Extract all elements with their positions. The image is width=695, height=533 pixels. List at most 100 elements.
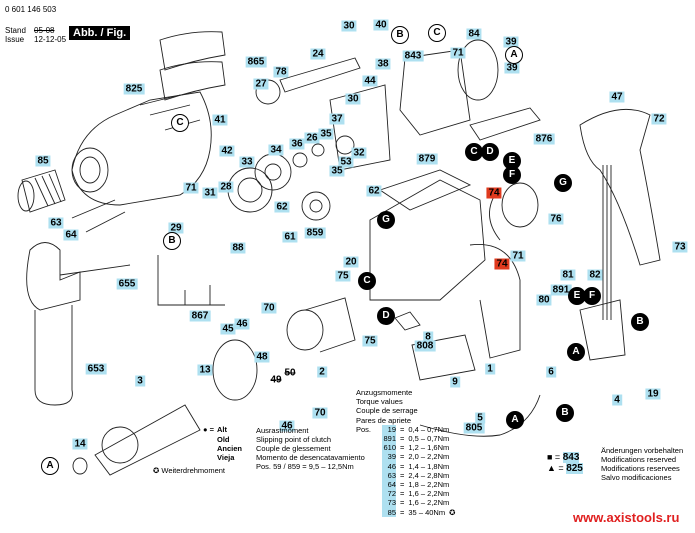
part-label[interactable]: 61 bbox=[282, 231, 298, 243]
part-label[interactable]: 8 bbox=[423, 331, 433, 343]
part-label[interactable]: 76 bbox=[548, 213, 564, 225]
callout-G[interactable]: G bbox=[377, 211, 395, 229]
part-label[interactable]: 70 bbox=[312, 407, 328, 419]
callout-D[interactable]: D bbox=[377, 307, 395, 325]
continued-torque-note: ✪ Weiterdrehmoment bbox=[153, 465, 225, 476]
part-label[interactable]: 808 bbox=[414, 340, 436, 352]
part-label[interactable]: 867 bbox=[189, 310, 211, 322]
part-label[interactable]: 78 bbox=[273, 66, 289, 78]
callout-A[interactable]: A bbox=[506, 411, 524, 429]
part-label[interactable]: 85 bbox=[35, 155, 51, 167]
callout-F[interactable]: F bbox=[583, 287, 601, 305]
part-label[interactable]: 32 bbox=[351, 147, 367, 159]
part-label[interactable]: 825 bbox=[123, 83, 145, 95]
part-label[interactable]: 843 bbox=[402, 50, 424, 62]
part-label[interactable]: 4 bbox=[612, 394, 622, 406]
part-label[interactable]: 39 bbox=[503, 36, 519, 48]
part-label[interactable]: 44 bbox=[362, 75, 378, 87]
callout-C[interactable]: C bbox=[428, 24, 446, 42]
part-label-highlight[interactable]: 74 bbox=[486, 187, 502, 199]
part-label[interactable]: 30 bbox=[345, 93, 361, 105]
torque-row: 891=0,5 – 0,7Nm bbox=[382, 434, 450, 444]
part-label[interactable]: 876 bbox=[533, 133, 555, 145]
stand-date: 05-08 bbox=[34, 26, 55, 35]
part-label[interactable]: 653 bbox=[85, 363, 107, 375]
part-label[interactable]: 72 bbox=[651, 113, 667, 125]
part-label[interactable]: 27 bbox=[253, 78, 269, 90]
callout-C[interactable]: C bbox=[358, 272, 376, 290]
part-label[interactable]: 71 bbox=[450, 47, 466, 59]
part-label[interactable]: 35 bbox=[318, 128, 334, 140]
part-label[interactable]: 71 bbox=[510, 250, 526, 262]
part-label[interactable]: 805 bbox=[463, 422, 485, 434]
callout-B[interactable]: B bbox=[631, 313, 649, 331]
part-label[interactable]: 70 bbox=[261, 302, 277, 314]
part-label[interactable]: 879 bbox=[416, 153, 438, 165]
callout-A[interactable]: A bbox=[41, 457, 59, 475]
part-label[interactable]: 2 bbox=[317, 366, 327, 378]
part-label[interactable]: 73 bbox=[672, 241, 688, 253]
part-label[interactable]: 63 bbox=[48, 217, 64, 229]
part-label[interactable]: 3 bbox=[135, 375, 145, 387]
callout-B[interactable]: B bbox=[391, 26, 409, 44]
part-label[interactable]: 13 bbox=[197, 364, 213, 376]
part-label[interactable]: 14 bbox=[72, 438, 88, 450]
part-label[interactable]: 84 bbox=[466, 28, 482, 40]
callout-F[interactable]: F bbox=[503, 166, 521, 184]
part-label[interactable]: 38 bbox=[375, 58, 391, 70]
part-label[interactable]: 53 bbox=[338, 156, 354, 168]
callout-A[interactable]: A bbox=[567, 343, 585, 361]
part-label[interactable]: 36 bbox=[289, 138, 305, 150]
part-label[interactable]: 26 bbox=[304, 132, 320, 144]
part-label[interactable]: 19 bbox=[645, 388, 661, 400]
part-label[interactable]: 24 bbox=[310, 48, 326, 60]
part-label[interactable]: 859 bbox=[304, 227, 326, 239]
part-label[interactable]: 47 bbox=[609, 91, 625, 103]
part-label[interactable]: 64 bbox=[63, 229, 79, 241]
part-label[interactable]: 42 bbox=[219, 145, 235, 157]
part-label[interactable]: 655 bbox=[116, 278, 138, 290]
part-label[interactable]: 6 bbox=[546, 366, 556, 378]
part-label[interactable]: 865 bbox=[245, 56, 267, 68]
callout-C[interactable]: C bbox=[171, 114, 189, 132]
symbol-value: 843 bbox=[562, 452, 580, 463]
torque-title: Pares de apriete bbox=[356, 415, 412, 425]
part-label[interactable]: 82 bbox=[587, 269, 603, 281]
part-label[interactable]: 29 bbox=[168, 222, 184, 234]
part-label[interactable]: 40 bbox=[373, 19, 389, 31]
part-label[interactable]: 71 bbox=[183, 182, 199, 194]
part-label[interactable]: 62 bbox=[366, 185, 382, 197]
part-label[interactable]: 75 bbox=[362, 335, 378, 347]
part-number: 0 601 146 503 bbox=[5, 5, 57, 14]
part-label[interactable]: 39 bbox=[504, 62, 520, 74]
watermark-link[interactable]: www.axistools.ru bbox=[573, 510, 680, 525]
callout-A[interactable]: A bbox=[505, 46, 523, 64]
part-label[interactable]: 41 bbox=[212, 114, 228, 126]
part-label[interactable]: 80 bbox=[536, 294, 552, 306]
part-label[interactable]: 45 bbox=[220, 323, 236, 335]
part-label[interactable]: 46 bbox=[234, 318, 250, 330]
part-label[interactable]: 34 bbox=[268, 144, 284, 156]
part-label[interactable]: 20 bbox=[343, 256, 359, 268]
part-label[interactable]: 28 bbox=[218, 181, 234, 193]
part-label[interactable]: 35 bbox=[329, 165, 345, 177]
part-label[interactable]: 5 bbox=[475, 412, 485, 424]
part-label[interactable]: 75 bbox=[335, 270, 351, 282]
part-label-highlight[interactable]: 74 bbox=[494, 258, 510, 270]
part-label[interactable]: 891 bbox=[550, 284, 572, 296]
part-label[interactable]: 37 bbox=[329, 113, 345, 125]
label-plate-drawing bbox=[411, 334, 476, 381]
part-label[interactable]: 46 bbox=[279, 420, 295, 432]
callout-G[interactable]: G bbox=[554, 174, 572, 192]
part-label[interactable]: 30 bbox=[341, 20, 357, 32]
callout-D[interactable]: D bbox=[481, 143, 499, 161]
callout-B[interactable]: B bbox=[163, 232, 181, 250]
part-label[interactable]: 31 bbox=[202, 187, 218, 199]
part-label[interactable]: 1 bbox=[485, 363, 495, 375]
part-label[interactable]: 33 bbox=[239, 156, 255, 168]
part-label[interactable]: 81 bbox=[560, 269, 576, 281]
part-label[interactable]: 88 bbox=[230, 242, 246, 254]
callout-B[interactable]: B bbox=[556, 404, 574, 422]
part-label[interactable]: 62 bbox=[274, 201, 290, 213]
part-label[interactable]: 9 bbox=[450, 376, 460, 388]
